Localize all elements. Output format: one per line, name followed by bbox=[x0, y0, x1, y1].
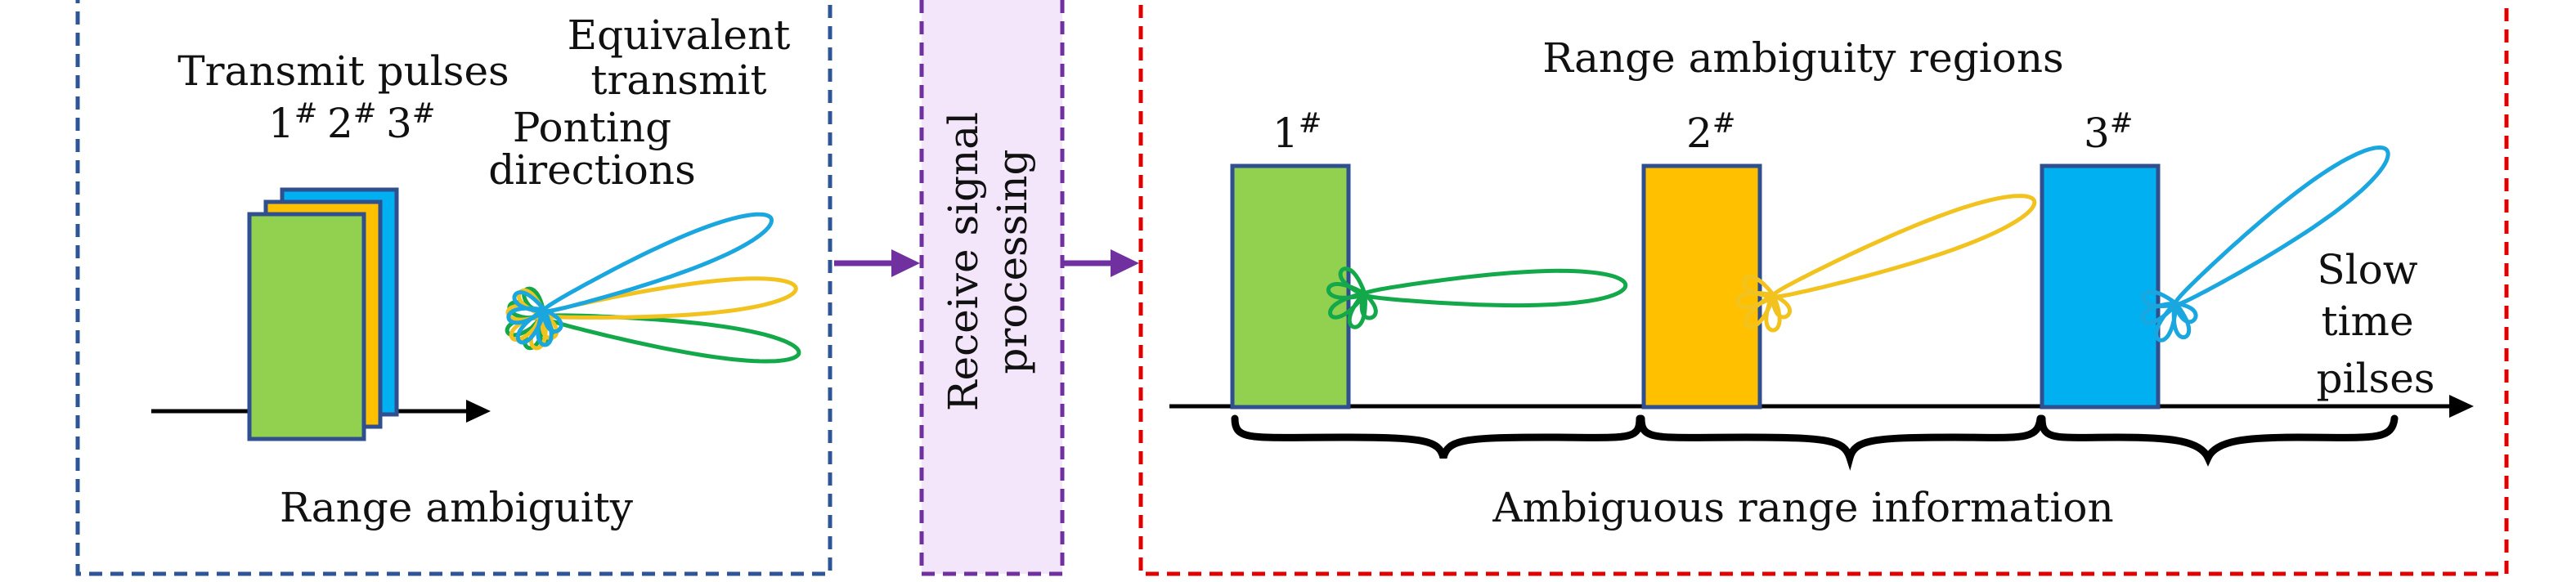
left-panel: Transmit pulses 1# 2# 3# Equivalent tran… bbox=[75, 0, 832, 576]
equivalent-transmit-line1: Equivalent bbox=[568, 11, 791, 59]
region1-beam-side-lobe-4 bbox=[1338, 266, 1367, 297]
pointing-directions-line1: Ponting bbox=[513, 104, 671, 151]
transmit-pulses-label: Transmit pulses bbox=[177, 47, 509, 95]
region3-beam-side-lobe-5 bbox=[2173, 302, 2198, 325]
region-number-2: 2# bbox=[1686, 107, 1735, 157]
processing-label-line2: processing bbox=[989, 149, 1036, 374]
blue-beam-side-lobe-4 bbox=[512, 290, 546, 314]
pulse-number-1: 1# bbox=[268, 97, 317, 147]
receive-beam-2 bbox=[1735, 194, 2037, 333]
region2-beam-main-lobe bbox=[1770, 194, 2037, 299]
ambiguous-range-information-label: Ambiguous range information bbox=[1492, 484, 2113, 531]
slow-time-axis-arrowhead bbox=[2449, 395, 2474, 418]
brace-3 bbox=[2038, 414, 2399, 467]
left-panel-frame bbox=[75, 0, 832, 576]
pulse-number-labels: 1# 2# 3# bbox=[268, 97, 435, 147]
receive-beam-1 bbox=[1326, 266, 1628, 329]
green-beam-main-lobe bbox=[541, 313, 801, 364]
pulse-number-2: 2# bbox=[327, 97, 376, 147]
right-panel: Range ambiguity regions 1# 2# 3# Slow ti… bbox=[1138, 0, 2509, 576]
region2-beam-side-lobe-5 bbox=[1770, 293, 1792, 320]
pulse-rect-green bbox=[247, 212, 366, 441]
region-rect-2 bbox=[1641, 163, 1762, 410]
region2-beam-side-lobe-4 bbox=[1742, 275, 1775, 299]
range-ambiguity-label: Range ambiguity bbox=[280, 484, 634, 531]
blue-beam-main-lobe bbox=[541, 212, 774, 314]
region3-beam-main-lobe bbox=[2173, 146, 2390, 307]
pointing-directions-line2: directions bbox=[488, 146, 696, 194]
slow-time-label-line3: pilses bbox=[2317, 355, 2435, 402]
slow-time-label-line2: time bbox=[2321, 298, 2413, 345]
brace-2 bbox=[1637, 414, 2044, 471]
region1-beam-side-lobe-5 bbox=[1359, 292, 1378, 320]
equivalent-transmit-line2: transmit bbox=[590, 56, 766, 104]
range-ambiguity-regions-title: Range ambiguity regions bbox=[1542, 34, 2063, 82]
region-rect-3 bbox=[2040, 163, 2161, 410]
slow-time-label-line1: Slow bbox=[2317, 246, 2417, 293]
left-axis-arrowhead bbox=[466, 400, 491, 423]
brace-1 bbox=[1231, 414, 1644, 459]
region3-beam-side-lobe-4 bbox=[2141, 289, 2178, 308]
pulse-number-3: 3# bbox=[386, 97, 435, 147]
ambiguous-range-braces bbox=[1231, 414, 2399, 471]
processing-label-line1: Receive signal bbox=[940, 112, 987, 411]
transmit-beam-pattern bbox=[505, 212, 801, 364]
arrow-to-processing bbox=[834, 249, 920, 277]
region-number-1: 1# bbox=[1272, 107, 1322, 157]
blue-beam-side-lobe-5 bbox=[541, 308, 563, 334]
receive-beam-3 bbox=[2140, 146, 2390, 342]
middle-panel: Receive signal processing bbox=[919, 0, 1065, 576]
processing-box bbox=[919, 0, 1065, 576]
arrow-to-regions bbox=[1063, 249, 1139, 277]
right-panel-frame bbox=[1138, 0, 2509, 576]
region1-beam-main-lobe bbox=[1362, 268, 1628, 308]
region-number-3: 3# bbox=[2084, 107, 2133, 157]
